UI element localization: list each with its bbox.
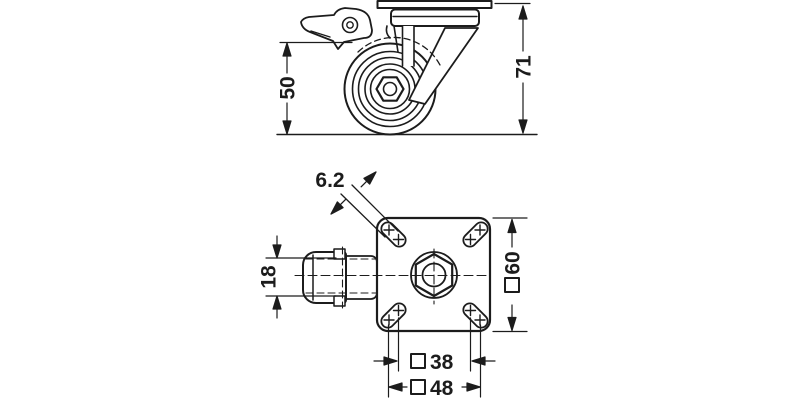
arrowhead-up	[272, 295, 282, 310]
brake-pivot-pin	[346, 21, 354, 29]
square-symbol	[410, 353, 426, 369]
wheel-hub-inner-circle	[369, 68, 411, 110]
dimension-bolt-pattern-outer: 48	[387, 324, 482, 400]
dimension-label-wheel-diameter: 50	[277, 76, 300, 99]
pedal-hinge-tab-bottom	[333, 295, 346, 307]
dimension-label-pedal-width: 18	[258, 265, 281, 289]
arrowhead-down	[272, 244, 282, 259]
slot-top-left	[380, 221, 407, 248]
arrowhead-down	[282, 120, 292, 135]
dimension-label-total-height: 71	[513, 55, 536, 79]
brake-lever	[300, 7, 373, 50]
dimension-plate-size: 60	[492, 217, 528, 333]
dimension-label-plate-size: 60	[502, 251, 525, 274]
dimension-slot-width: 6.2	[315, 169, 399, 238]
dimension-label-bolt-pattern-outer: 48	[430, 377, 454, 400]
swivel-envelope-dashed-arc	[357, 36, 442, 68]
slot-top-right	[462, 221, 489, 248]
dimension-pedal-width: 18	[258, 235, 337, 319]
arrowhead-right	[383, 356, 398, 366]
dimension-bolt-pattern-inner: 38	[373, 317, 496, 374]
slot-extension-line-2	[340, 193, 386, 238]
hole-center-crosses	[383, 224, 486, 326]
arrowhead-down	[518, 119, 528, 134]
brake-pivot-boss	[341, 16, 359, 34]
plan-view-drawing: 6.2 18 60	[258, 169, 528, 400]
arrowhead-down	[507, 316, 517, 332]
arrowhead-up	[507, 218, 517, 234]
side-housing-shoulder	[385, 25, 391, 39]
side-swivel-housing	[390, 8, 480, 27]
swivel-kingpin	[393, 25, 415, 67]
side-mounting-plate	[376, 0, 493, 9]
arrowhead-up	[282, 42, 292, 57]
brake-pedal-plan	[302, 246, 419, 309]
dimension-label-bolt-pattern-inner: 38	[430, 351, 454, 374]
slot-extension-line-1	[351, 184, 399, 232]
square-symbol	[410, 379, 426, 395]
brake-lever-inner-line	[310, 30, 331, 38]
arrowhead-right	[466, 382, 481, 392]
dimension-total-height: 71	[494, 2, 536, 134]
axle-bore	[382, 81, 398, 97]
arrowhead-left	[388, 382, 403, 392]
square-symbol	[504, 277, 520, 293]
dimension-wheel-diameter: 50	[277, 41, 353, 135]
arrowhead-up	[518, 5, 528, 20]
fork-leg	[408, 27, 479, 105]
arrowhead-left	[471, 356, 486, 366]
side-view-drawing: 50 71	[276, 0, 538, 136]
dimension-label-slot-width: 6.2	[315, 169, 344, 192]
